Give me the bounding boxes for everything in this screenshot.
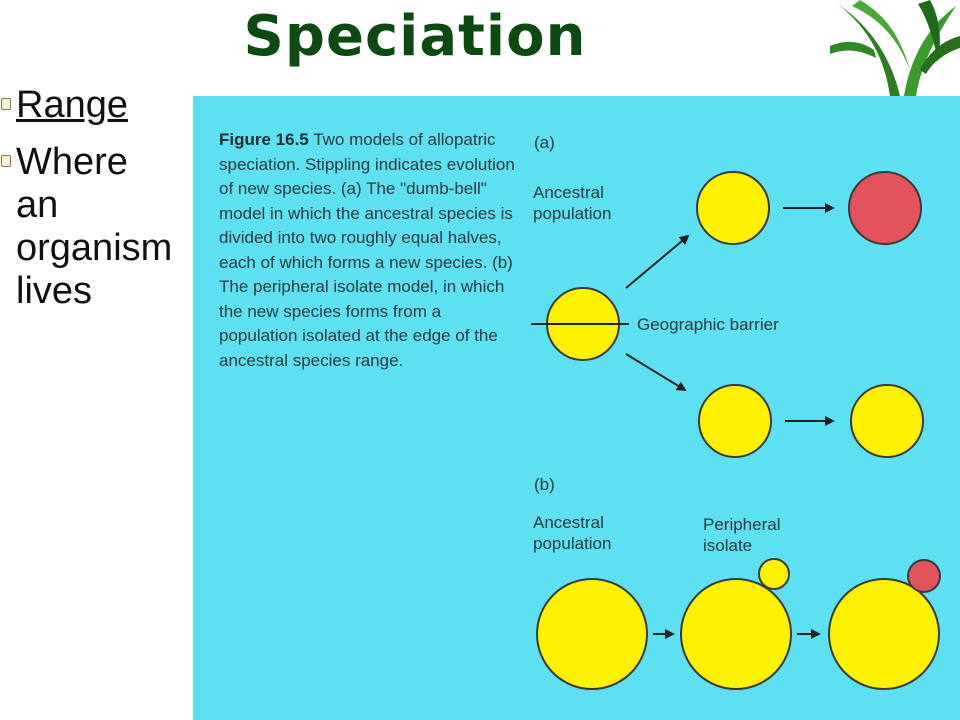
label-line: Ancestral [533, 183, 604, 202]
bullet-marker-icon [1, 155, 11, 167]
ancestral-population-circle-b [536, 578, 648, 690]
bullet-where-line: lives [16, 270, 93, 312]
new-species-circle-b [850, 384, 924, 458]
arrow-down [625, 353, 687, 392]
bullet-where: Where an organism lives [0, 141, 200, 313]
figure-caption-text: Two models of allopatric speciation. Sti… [219, 130, 515, 370]
label-line: Ancestral [533, 513, 604, 532]
peripheral-new-species-circle [907, 559, 941, 593]
panel-a-ancestral-label: Ancestral population [533, 182, 611, 224]
upper-half-population-circle [696, 171, 770, 245]
panel-b-label: (b) [534, 475, 555, 494]
label-line: isolate [703, 536, 753, 555]
panel-b-ancestral-label: Ancestral population [533, 512, 611, 554]
arrow-up [625, 234, 690, 289]
label-line: population [533, 204, 612, 223]
speciation-diagram [531, 171, 941, 690]
geographic-barrier-label: Geographic barrier [637, 315, 779, 334]
speciation-figure: Figure 16.5 Two models of allopatric spe… [193, 96, 960, 720]
new-species-circle [848, 171, 922, 245]
figure-number: Figure 16.5 [219, 130, 309, 149]
slide-title: Speciation [243, 4, 587, 69]
peripheral-isolate-circle [758, 558, 790, 590]
bullet-marker-icon [1, 98, 11, 110]
lower-half-population-circle [698, 384, 772, 458]
peripheral-isolate-label: Peripheral isolate [703, 514, 781, 556]
figure-caption: Figure 16.5 Two models of allopatric spe… [219, 128, 519, 373]
bullet-where-line: an [16, 184, 59, 226]
final-population-circle [828, 578, 940, 690]
bullet-where-line: Where [16, 141, 128, 183]
label-line: Peripheral [703, 515, 781, 534]
panel-a-label: (a) [534, 133, 555, 152]
bamboo-leaves-decoration [830, 0, 960, 96]
bullet-range-text: Range [16, 84, 128, 126]
bullet-range: Range [0, 84, 200, 127]
population-circle-b [680, 578, 792, 690]
bullet-list: Range Where an organism lives [0, 84, 200, 313]
label-line: population [533, 534, 612, 553]
bullet-where-line: organism [16, 227, 173, 269]
